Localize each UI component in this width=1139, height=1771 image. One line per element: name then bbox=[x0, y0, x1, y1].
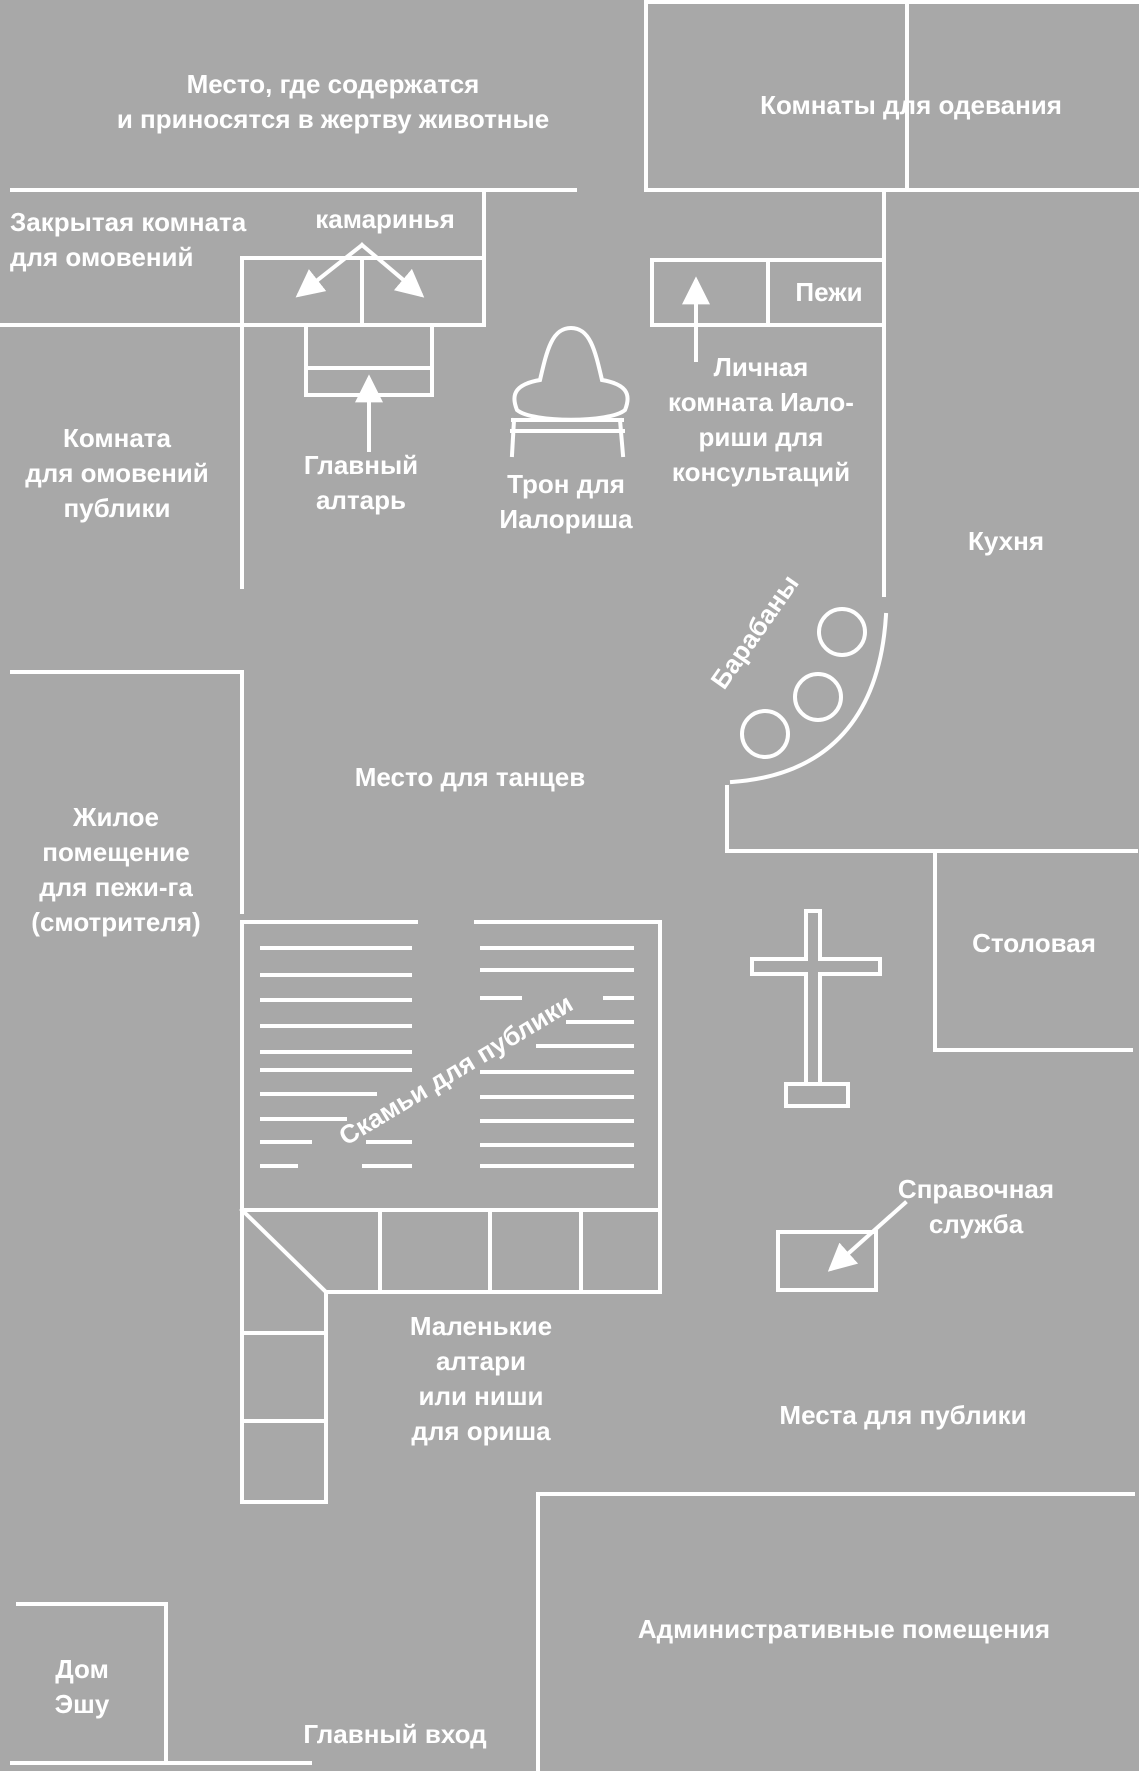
dining-room-label: Столовая bbox=[972, 928, 1096, 958]
living-quarters-label-4: (смотрителя) bbox=[31, 907, 201, 937]
throne-label-1: Трон для bbox=[507, 469, 625, 499]
drum-icon bbox=[793, 672, 843, 722]
drum-area-curve bbox=[729, 612, 889, 785]
small-altars-label-2: алтари bbox=[435, 1346, 527, 1376]
small-altars-label-3: или ниши bbox=[418, 1381, 544, 1411]
closed-ablution-label-1: Закрытая комната bbox=[10, 207, 247, 237]
info-arrow bbox=[827, 1200, 908, 1272]
small-altars bbox=[239, 1207, 662, 1504]
closed-ablution-label-2: для омовений bbox=[10, 242, 194, 272]
pezhi-room-walls bbox=[650, 191, 886, 597]
admin-rooms-label: Административные помещения bbox=[637, 1614, 1051, 1644]
living-quarters-label-3: для пежи-га bbox=[39, 872, 193, 902]
pezhi-label: Пежи bbox=[795, 277, 863, 307]
sacrifice-place-label-1: Место, где содержатся bbox=[186, 69, 480, 99]
info-desk-label-2: служба bbox=[928, 1209, 1024, 1239]
cross-icon bbox=[750, 909, 882, 1108]
private-room-label-2: комната Иало- bbox=[668, 387, 854, 417]
public-ablution-label-3: публики bbox=[63, 493, 171, 523]
drum-icon bbox=[817, 607, 867, 657]
bottom-walls bbox=[10, 1492, 1135, 1771]
sacrifice-place-label-2: и приносятся в жертву животные bbox=[116, 104, 550, 134]
living-quarters-label-1: Жилое bbox=[73, 802, 159, 832]
kamarinya-label: камаринья bbox=[315, 204, 455, 234]
private-room-label-3: риши для bbox=[698, 422, 824, 452]
drum-icon bbox=[740, 709, 790, 759]
main-altar-label-2: алтарь bbox=[315, 485, 407, 515]
throne-label-2: Иалориша bbox=[499, 504, 633, 534]
small-altars-label-1: Маленькие bbox=[409, 1311, 553, 1341]
eshu-house-label-2: Эшу bbox=[54, 1689, 110, 1719]
dressing-rooms-label: Комнаты для одевания bbox=[760, 90, 1062, 120]
kitchen-label: Кухня bbox=[968, 526, 1044, 556]
public-ablution-label-2: для омовений bbox=[25, 458, 209, 488]
main-entrance-label: Главный вход bbox=[303, 1719, 487, 1749]
dance-place-label: Место для танцев bbox=[354, 762, 586, 792]
living-quarters-label-2: помещение bbox=[42, 837, 190, 867]
public-places-label: Места для публики bbox=[779, 1400, 1027, 1430]
eshu-house-label-1: Дом bbox=[55, 1654, 109, 1684]
small-altars-label-4: для ориша bbox=[411, 1416, 551, 1446]
info-desk-label-1: Справочная bbox=[897, 1174, 1055, 1204]
throne-icon bbox=[512, 325, 630, 422]
private-room-label-4: консультаций bbox=[671, 457, 851, 487]
info-desk bbox=[776, 1230, 878, 1292]
private-room-label-1: Личная bbox=[713, 352, 809, 382]
benches-area bbox=[240, 920, 662, 1212]
main-altar-label-1: Главный bbox=[303, 450, 419, 480]
top-walls bbox=[0, 0, 1139, 589]
kamarinya-arrows bbox=[295, 242, 425, 298]
public-ablution-label-1: Комната bbox=[63, 423, 171, 453]
